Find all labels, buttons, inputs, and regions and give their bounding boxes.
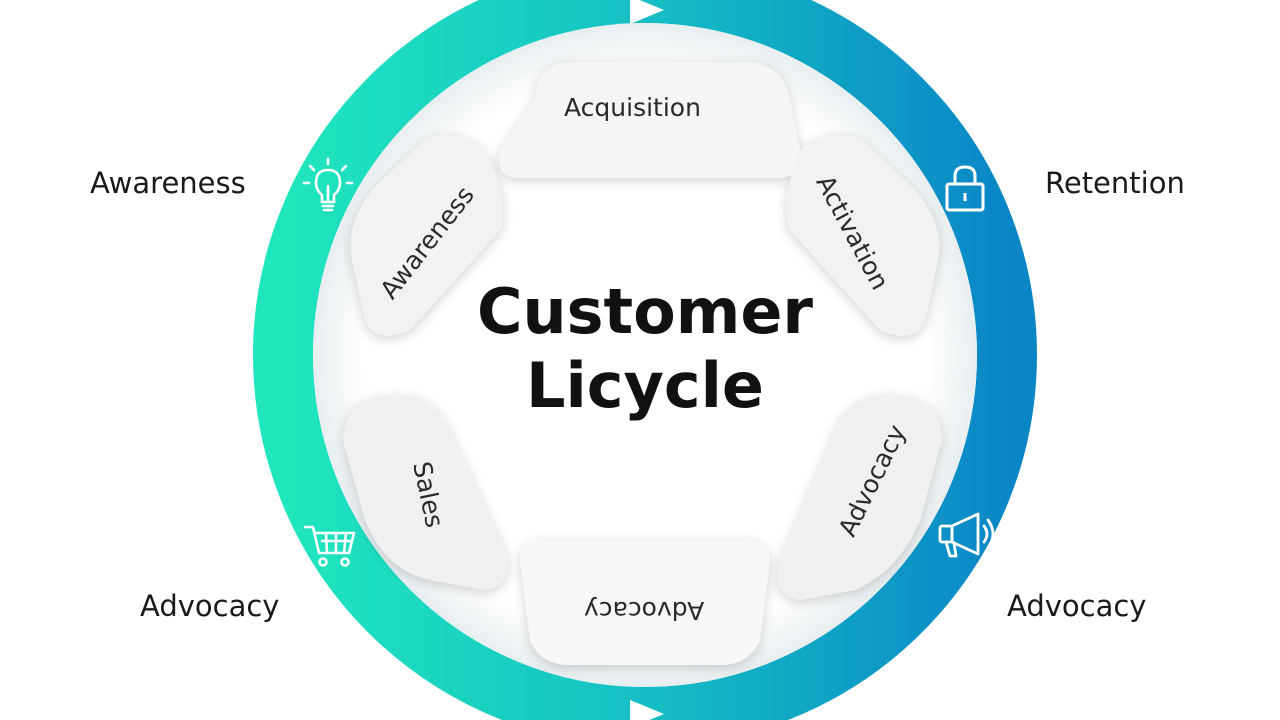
petal-lower-right <box>777 394 942 600</box>
outer-label-top-right: Retention <box>1045 166 1185 200</box>
segment-petals <box>343 62 942 665</box>
segment-label-bottom: Advocacy <box>584 596 705 625</box>
center-title: Customer Licycle <box>440 275 850 424</box>
petal-upper-right <box>786 134 940 336</box>
ring-arrow-top <box>630 0 664 24</box>
segment-label-top: Acquisition <box>564 93 701 122</box>
outer-label-bottom-right: Advocacy <box>1007 589 1147 623</box>
shopping-cart-icon <box>302 521 358 573</box>
petal-bottom <box>520 540 770 665</box>
outer-label-bottom-left: Advocacy <box>140 589 280 623</box>
ring-arrow-bottom <box>630 700 664 720</box>
lightbulb-icon <box>300 156 356 220</box>
petal-top <box>499 62 801 178</box>
petal-upper-left <box>350 134 503 336</box>
petal-lower-left <box>343 394 508 590</box>
center-title-line-2: Licycle <box>526 349 764 423</box>
megaphone-icon <box>936 508 998 566</box>
center-title-line-1: Customer <box>476 275 813 348</box>
lock-icon <box>942 164 988 218</box>
outer-label-top-left: Awareness <box>90 166 246 200</box>
